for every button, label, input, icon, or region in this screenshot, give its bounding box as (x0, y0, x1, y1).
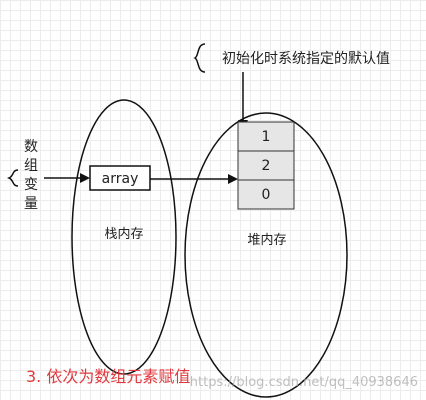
var-label-char: 数 (24, 139, 38, 155)
annotation-label: 初始化时系统指定的默认值 (222, 50, 390, 67)
heap-cell-value: 1 (262, 129, 271, 145)
heap-cell-value: 0 (262, 187, 271, 203)
var-brace (6, 169, 19, 187)
stack-ellipse (71, 99, 177, 375)
caption: 3. 依次为数组元素赋值 (26, 367, 190, 386)
watermark: https://blog.csdn.net/qq_40938646 (189, 375, 418, 390)
heap-array: 1 2 0 (237, 121, 295, 210)
var-label-char: 组 (24, 158, 38, 174)
heap-cell (237, 121, 295, 152)
var-label-char: 量 (24, 196, 38, 212)
heap-cell (237, 179, 295, 210)
array-box (89, 165, 151, 191)
heap-label: 堆内存 (247, 232, 286, 248)
array-box-label: array (102, 171, 139, 187)
stack-label: 栈内存 (104, 226, 143, 242)
annotation-brace (193, 43, 206, 73)
var-label-char: 变 (24, 177, 38, 193)
heap-cell-value: 2 (262, 158, 271, 174)
heap-ellipse (184, 112, 348, 398)
